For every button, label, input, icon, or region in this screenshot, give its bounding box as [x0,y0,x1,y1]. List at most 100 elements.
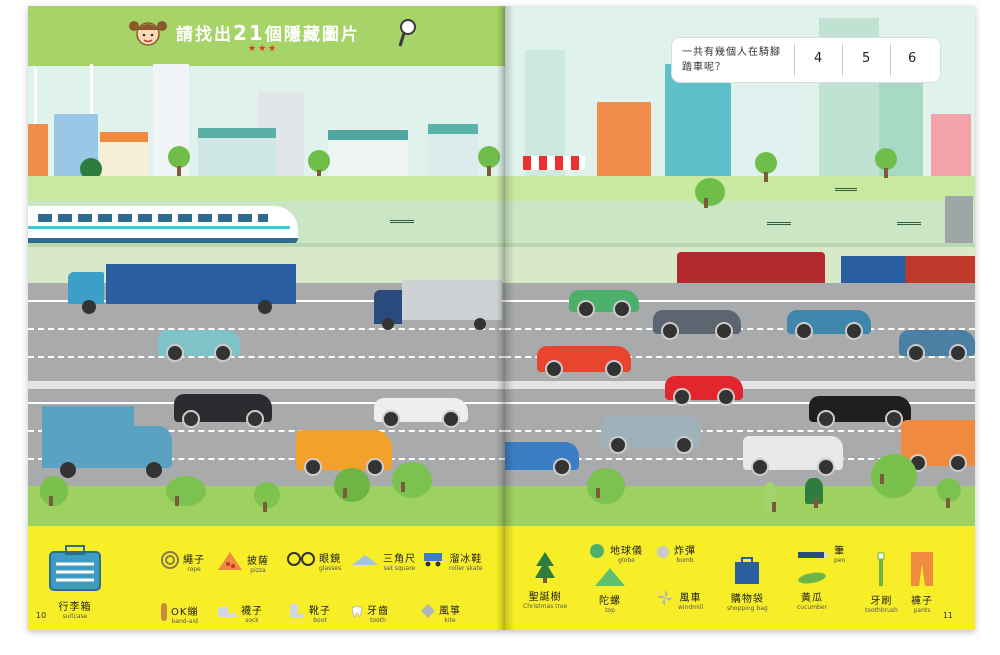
lane-line [505,458,975,460]
legend-label-en: toothbrush [865,607,898,614]
legend-label-en: boot [313,617,327,624]
legend-label-zh: 眼鏡 [319,554,342,565]
legend-label-en: windmill [678,604,704,611]
tree [755,152,777,182]
lane-line [28,430,505,432]
legend-label-en: glasses [319,565,342,572]
bandaid-icon [160,602,168,626]
legend-label-en: globe [618,557,635,564]
lane-line [28,458,505,460]
legend-label-zh: 繩子 [183,555,205,566]
question-box: 一共有幾個人在騎腳踏車呢？ 4 5 6 [672,38,940,82]
rail-bed [505,201,975,249]
suv [601,416,701,454]
legend-label-en: tooth [370,617,386,624]
high-speed-train [28,206,298,244]
legend-label-en: set square [383,565,416,572]
lane-line [505,430,975,432]
legend-label-en: top [605,607,615,614]
legend-label-zh: 牙刷 [870,596,893,607]
glasses-icon [286,551,316,571]
building [665,64,731,184]
house [428,124,478,186]
pen-icon [797,544,831,563]
legend-label-zh: 牙齒 [367,606,389,617]
car [787,310,871,340]
orange-van [296,430,392,476]
car [158,330,240,362]
legend-label-en: suitcase [62,613,88,620]
answer-option-3[interactable]: 6 [908,51,917,66]
legend-label-zh: 筆 [834,546,846,557]
legend-label-zh: 襪子 [241,606,263,617]
legend-label-zh: 披薩 [247,556,269,567]
girl-face-icon [129,21,167,46]
bus [901,420,975,472]
toothbrush-icon [865,552,898,592]
answer-option-2[interactable]: 5 [862,51,871,66]
cyclist-icon [767,208,791,225]
legend-label-zh: 購物袋 [730,594,764,605]
legend-label-en: pants [913,607,931,614]
house [28,124,48,176]
legend-label-zh: 陀螺 [599,596,621,607]
legend-label-en: cucumber [797,604,828,611]
answer-option-1[interactable]: 4 [814,51,823,66]
car [665,376,743,406]
magnifier-icon [398,19,416,47]
globe-icon [587,542,607,564]
legend-label-en: rope [187,566,201,573]
container-truck [68,264,296,314]
shopping-bag-icon [727,556,768,590]
tree [805,478,823,508]
tree [763,482,777,512]
white-truck [374,280,502,332]
lane-line [28,328,505,330]
tree [478,146,500,176]
legend-label-zh: 風箏 [439,606,461,617]
cyclist-icon [897,208,921,225]
legend-label-zh: 地球儀 [610,546,643,557]
legend-label-zh: 風車 [679,593,702,604]
pizza-icon [216,550,244,576]
tree [875,148,897,178]
car [653,310,741,340]
green-header-band [28,6,505,66]
divider [842,44,843,76]
difficulty-stars: ★★★ [248,44,279,54]
page-number-left: 10 [36,611,47,620]
bomb-icon [655,543,671,563]
legend-label-en: roller skate [449,565,483,572]
legend-label-en: Christmas tree [523,603,568,610]
lane-line [28,356,505,358]
legend-label-zh: OK繃 [171,607,199,618]
legend-label-en: pizza [250,567,266,574]
lane-line [505,300,975,302]
legend-label-zh: 聖誕樹 [528,592,562,603]
set-square-icon [350,552,380,571]
